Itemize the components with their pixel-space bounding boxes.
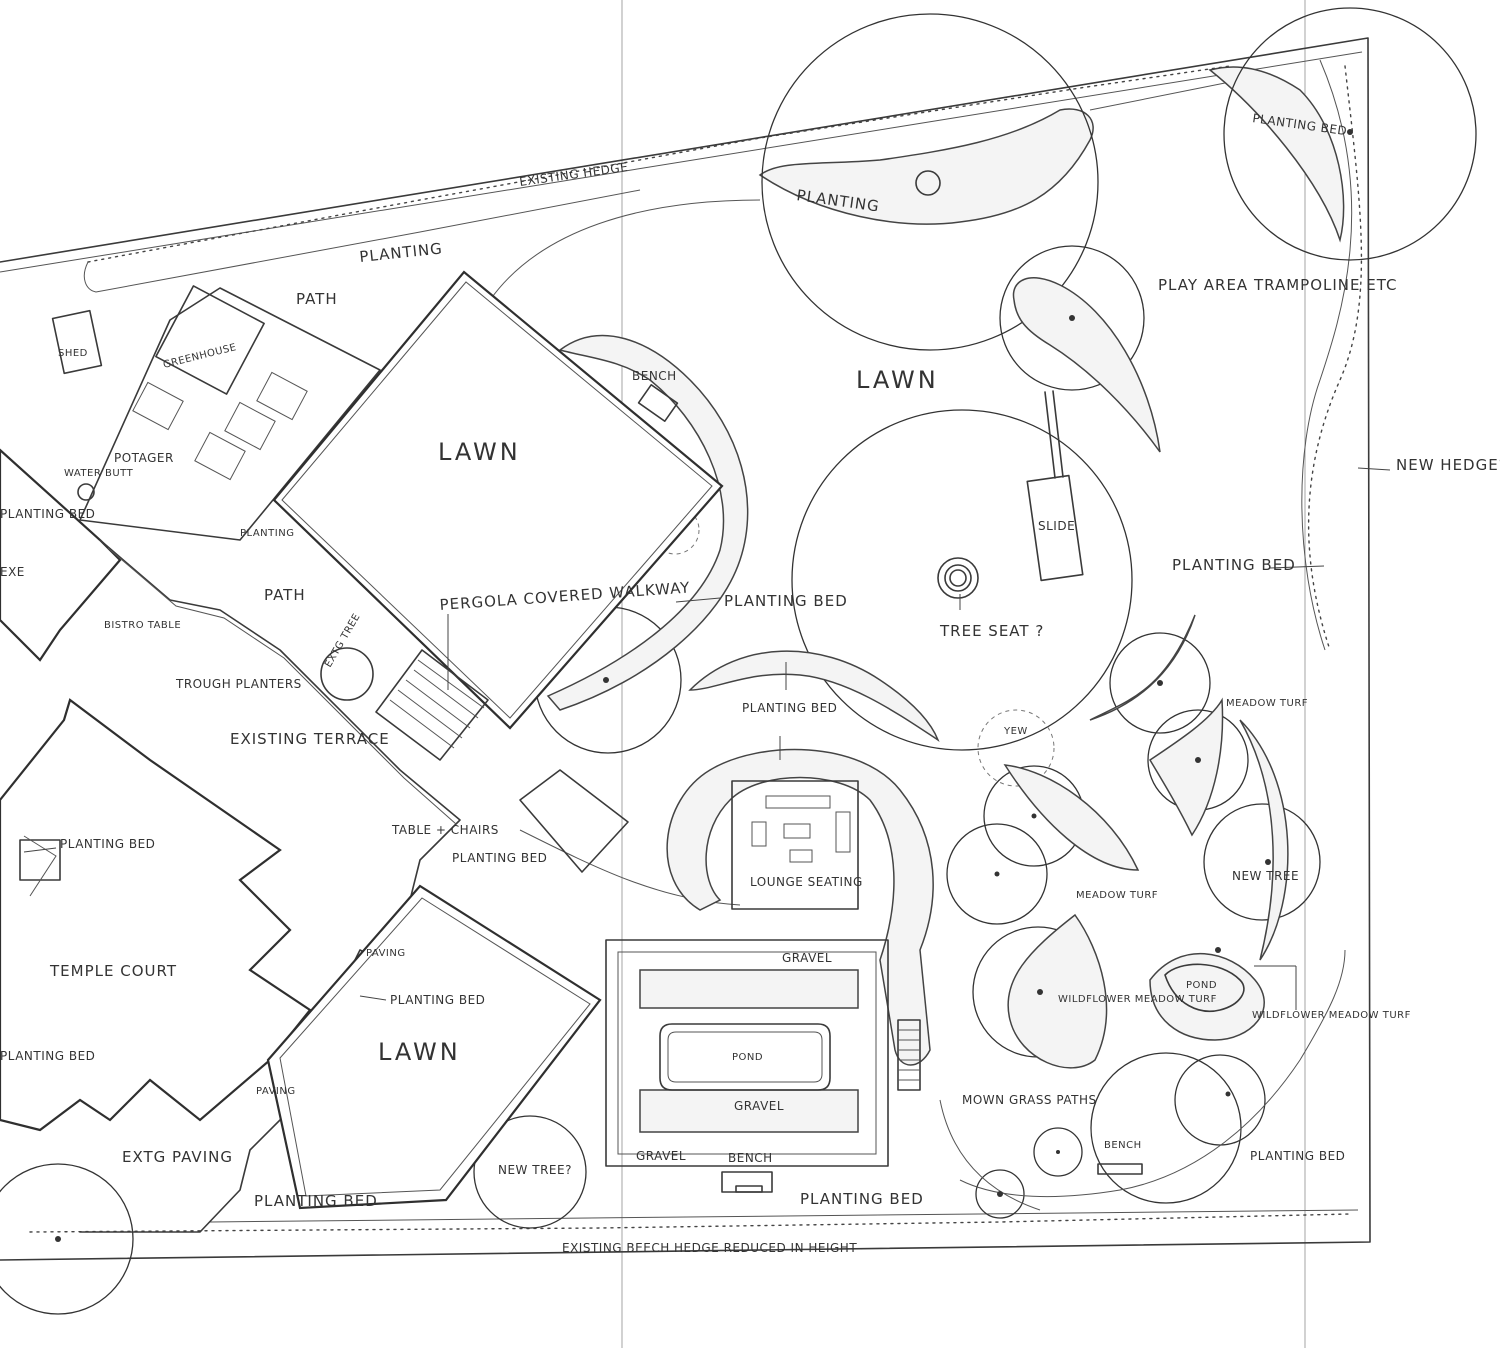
label-greenhouse: GREENHOUSE [162,342,238,371]
bench-right-symbol [1097,1163,1143,1175]
label-planting-bed-centre: PLANTING BED [742,701,837,715]
label-planting-bed-centre-left: PLANTING BED [452,851,547,865]
label-annexe: EXE [0,565,25,579]
label-planting-small: PLANTING [240,528,294,539]
annexe-building [0,448,122,662]
label-lawn-main: LAWN [856,366,939,394]
label-water-butt: WATER BUTT [64,468,134,479]
label-shed: SHED [58,348,88,359]
slide [1026,390,1084,582]
tree-canopy-centre [791,409,1133,751]
new-tree-right-canopy [1203,803,1321,921]
pergola-walkway [320,647,489,761]
label-planting-bed-bottom: PLANTING BED [800,1190,924,1208]
label-play-area: PLAY AREA TRAMPOLINE ETC [1158,276,1397,294]
label-meadow-turf-2: MEADOW TURF [1076,890,1158,901]
label-path-mid: PATH [264,586,306,604]
label-gravel-mid: GRAVEL [734,1099,784,1113]
lounge-seating-area [666,748,934,1066]
label-planting-top-left: PLANTING [359,239,444,266]
label-extg-paving: EXTG PAVING [122,1148,233,1166]
formal-pond-garden [605,939,921,1193]
label-pond-formal: POND [732,1052,763,1063]
play-area-bed [1012,277,1161,453]
existing-beech-hedge [29,1209,1359,1233]
label-planting-bed-lower-lawn: PLANTING BED [390,993,485,1007]
label-new-tree-right: NEW TREE [1232,869,1299,883]
label-tree-seat: TREE SEAT ? [939,622,1044,640]
planting-strip-top [758,66,1345,243]
label-bench-bottom: BENCH [728,1151,773,1165]
tree-canopy-top [761,13,1099,351]
label-slide: SLIDE [1038,519,1075,533]
tree-canopies [0,7,1477,1315]
label-annexe-planting: PLANTING BED [0,507,95,521]
potager-greenhouse [51,285,381,541]
new-tree-left-canopy [473,1115,587,1229]
label-paving-2: PAVING [256,1086,296,1097]
bench-top [637,384,679,422]
label-mown-grass-paths: MOWN GRASS PATHS [962,1093,1097,1107]
label-existing-terrace: EXISTING TERRACE [230,730,390,748]
temple-court-building [0,698,312,1132]
leader-lines [23,467,1391,1010]
label-table-chairs: TABLE + CHAIRS [391,823,499,837]
label-planting-left-edge: PLANTING BED [0,1049,95,1063]
label-gravel-bottom: GRAVEL [636,1149,686,1163]
label-bench-top: BENCH [632,369,677,383]
tree-seat [937,557,979,599]
label-existing-hedge: EXISTING HEDGE [518,160,629,189]
label-temple-court: TEMPLE COURT [49,962,177,980]
label-existing-beech-hedge: EXISTING BEECH HEDGE REDUCED IN HEIGHT [562,1241,857,1255]
label-planting-bed-bottom-right: PLANTING BED [1250,1149,1345,1163]
tree-canopy-top-right [1223,7,1477,261]
label-wildflower-meadow-1: WILDFLOWER MEADOW TURF [1058,994,1217,1005]
crescent-planting-bed [688,650,940,742]
label-planting-bed-left-inner: PLANTING BED [60,837,155,851]
tree-canopy-bottom-left [0,1163,134,1315]
meadow-beds [939,614,1346,1211]
yew-canopy [977,709,1055,787]
label-planting-bed-mid: PLANTING BED [724,592,848,610]
label-potager: POTAGER [114,451,174,465]
label-gravel-top: GRAVEL [782,951,832,965]
label-new-tree-left: NEW TREE? [498,1163,572,1177]
label-new-hedge: NEW HEDGE? [1396,456,1500,474]
label-bistro-table: BISTRO TABLE [104,620,181,631]
new-hedge-right [1301,59,1363,651]
label-planting-bed-right: PLANTING BED [1172,556,1296,574]
label-yew: YEW [1003,726,1028,737]
tree-canopy-play [999,245,1145,391]
tree-trunk-top [915,170,941,196]
existing-hedge-top [83,65,1241,293]
label-paving-1: PAVING [366,948,406,959]
label-lawn-lower: LAWN [378,1038,461,1066]
lawn-square [272,270,724,730]
label-bench-right: BENCH [1104,1140,1142,1151]
label-meadow-turf-1: MEADOW TURF [1226,698,1308,709]
label-path-top: PATH [296,290,338,308]
label-planting-bed-bottom-left: PLANTING BED [254,1192,378,1210]
label-wildflower-meadow-2: WILDFLOWER MEADOW TURF [1252,1010,1411,1021]
tree-centre-marks [55,129,1353,1242]
label-lawn-square: LAWN [438,438,521,466]
label-pond-natural: POND [1186,980,1217,991]
label-lounge-seating: LOUNGE SEATING [750,875,863,889]
label-extg-tree: EXTG TREE [323,612,363,670]
lawn-lower [266,769,629,1210]
label-trough-planters: TROUGH PLANTERS [175,677,302,691]
